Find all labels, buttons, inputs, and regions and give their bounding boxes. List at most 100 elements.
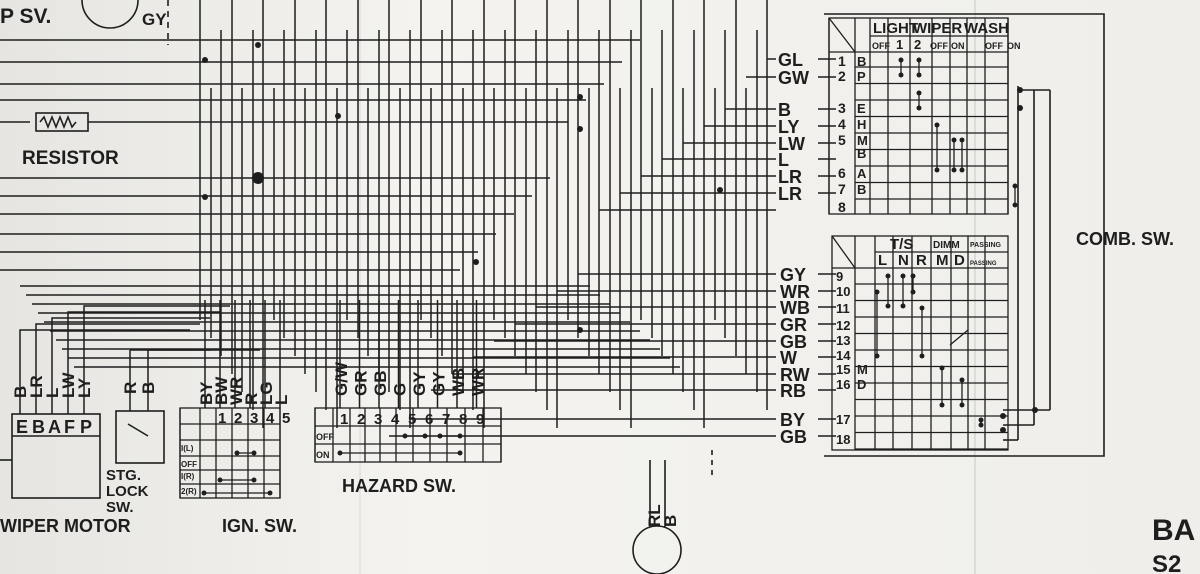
junction-dot	[337, 450, 343, 456]
junction-dot	[919, 305, 925, 311]
junction-dots	[201, 42, 1038, 496]
wiper-motor-terminal-P: P	[80, 417, 92, 437]
comb-bottom-pin-13: 13	[836, 333, 850, 348]
hazard-sw-col-5: 5	[408, 411, 416, 428]
wiper-motor-wire-LY: LY	[75, 377, 94, 398]
junction-dot	[934, 167, 940, 173]
comb-top-sub-2: 2	[914, 37, 921, 52]
hazard-sw-col-2: 2	[357, 411, 365, 428]
comb-top-wire-GW: GW	[778, 68, 809, 88]
comb-top-pin-letter: M	[857, 133, 868, 148]
comb-bottom-wire-RW: RW	[780, 365, 810, 385]
junction-dot	[919, 353, 925, 359]
comb-top-pin-1: 1	[838, 53, 846, 69]
junction-dot	[898, 72, 904, 78]
ign-sw-col-5: 5	[282, 410, 290, 427]
comb-top-pin-2: 2	[838, 68, 846, 84]
comb-bottom-pin-letter: D	[857, 377, 866, 392]
junction-dot	[916, 90, 922, 96]
ign-sw-row-1: OFF	[181, 460, 197, 469]
junction-dot	[951, 167, 957, 173]
junction-dot	[202, 57, 208, 63]
junction-dot	[978, 417, 984, 423]
junction-dot	[251, 450, 257, 456]
junction-dot	[978, 422, 984, 428]
comb-bottom-wire-WB: WB	[780, 298, 810, 318]
wiper-motor-terminal-E: E	[16, 417, 28, 437]
hazard-sw-col-9: 9	[476, 411, 484, 428]
comb-top-wire-L: L	[778, 150, 789, 170]
junction-dot	[217, 477, 223, 483]
junction-dot	[1017, 87, 1023, 93]
wiper-motor-terminal-A: A	[48, 417, 61, 437]
junction-dot	[251, 477, 257, 483]
junction-dot	[402, 433, 408, 439]
comb-bottom-sub-3: M	[936, 252, 949, 269]
comb-top-sub-7: ON	[1007, 41, 1021, 51]
stg-lock-wire-B: B	[139, 382, 158, 394]
wiper-motor-box	[11, 413, 101, 499]
comb-bottom-wire-GY: GY	[780, 265, 806, 285]
junction-dot	[437, 433, 443, 439]
comb-top-pin-letter: B	[857, 146, 866, 161]
p-sv-label: P SV.	[0, 5, 51, 28]
comb-top-pin-7: 7	[838, 181, 846, 197]
junction-dot	[335, 113, 341, 119]
comb-top-wire-LY: LY	[778, 117, 799, 137]
wiper-motor-terminal-B: B	[32, 417, 45, 437]
junction-dot	[577, 126, 583, 132]
p-sv-symbol	[81, 0, 139, 29]
comb-bottom-sub-4: D	[954, 252, 965, 269]
comb-top-sub-1: 1	[896, 37, 903, 52]
comb-bottom-pin-16: 16	[836, 377, 850, 392]
junction-dot	[577, 94, 583, 100]
hazard-sw-wire-GW: G/W	[332, 361, 351, 396]
comb-top-wire-LR: LR	[778, 184, 802, 204]
junction-dot	[900, 303, 906, 309]
hazard-sw-col-1: 1	[340, 411, 348, 428]
hazard-sw-wire-GR: GR	[352, 371, 371, 397]
junction-dot	[717, 187, 723, 193]
comb-top-pin-letter: B	[857, 182, 866, 197]
comb-bottom-wire-GB: GB	[780, 332, 807, 352]
comb-bottom-pin-9: 9	[836, 269, 843, 284]
hazard-sw-row-OFF: OFF	[316, 432, 334, 442]
comb-bottom-group-ts: T/S	[890, 236, 913, 253]
rl-b-wire-B: B	[661, 515, 680, 527]
hazard-sw-wire-GY: GY	[410, 371, 429, 396]
hazard-sw-col-4: 4	[391, 411, 400, 428]
junction-dot	[916, 105, 922, 111]
resistor-label: RESISTOR	[22, 148, 119, 169]
junction-dot	[959, 167, 965, 173]
comb-top-group-wash: WASH	[964, 20, 1009, 37]
comb-bottom-wire-GR: GR	[780, 315, 807, 335]
comb-top-wire-LR: LR	[778, 167, 802, 187]
corner-subtitle: S2	[1152, 551, 1181, 574]
wiper-motor-terminal-F: F	[64, 417, 75, 437]
junction-dot	[234, 450, 240, 456]
ign-sw-wire-WR: WR	[227, 377, 246, 405]
comb-top-sub-0: OFF	[872, 41, 890, 51]
comb-bottom-wire-W: W	[780, 348, 797, 368]
wiper-motor-wire-B: B	[11, 386, 30, 398]
junction-dot	[874, 353, 880, 359]
comb-top-pin-6: 6	[838, 165, 846, 181]
hazard-sw-label: HAZARD SW.	[342, 476, 456, 496]
ign-sw-row-2: I(R)	[181, 472, 195, 481]
comb-top-pin-letter: B	[857, 54, 866, 69]
ign-sw-wire-R: R	[242, 393, 261, 405]
comb-bottom-pin-12: 12	[836, 318, 850, 333]
hazard-sw-wire-GY: GY	[430, 371, 449, 396]
ign-sw-row-0: I(L)	[181, 444, 194, 453]
junction-dot	[422, 433, 428, 439]
ign-sw-wire-LG: LG	[257, 381, 276, 405]
junction-dot	[457, 450, 463, 456]
ign-sw-wire-L: L	[272, 395, 291, 405]
hazard-sw-col-3: 3	[374, 411, 382, 428]
ign-sw-row-3: 2(R)	[181, 487, 197, 496]
junction-dot	[1000, 427, 1006, 433]
comb-bottom-pin-17: 17	[836, 412, 850, 427]
